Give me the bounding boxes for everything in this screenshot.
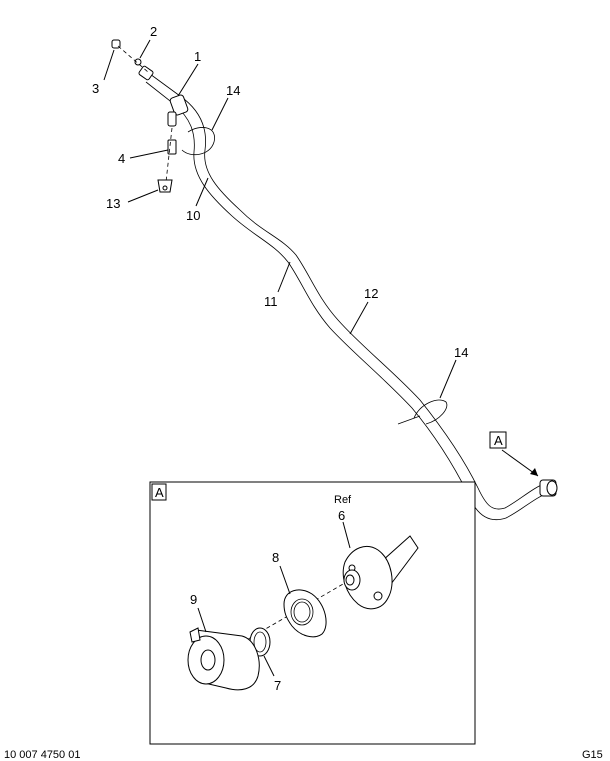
clamp-part-14-lower	[413, 399, 448, 425]
callout-9: 9	[190, 592, 197, 607]
clamp-tab-lower	[397, 415, 421, 425]
callout-1: 1	[194, 49, 201, 64]
detail-a-corner-box	[151, 483, 167, 501]
ref-note: Ref	[334, 494, 352, 506]
clamp-part-14-upper	[181, 127, 215, 156]
callout-14-upper: 14	[226, 83, 240, 98]
callout-8: 8	[272, 550, 279, 565]
callout-12: 12	[364, 286, 378, 301]
footer-left-id: 10 007 4750 01	[4, 749, 80, 761]
callout-4: 4	[118, 151, 125, 166]
callout-2: 2	[150, 24, 157, 39]
footer-right-id: G15	[582, 749, 603, 761]
view-a-reference-box	[489, 431, 507, 449]
tube-tee-fitting	[169, 94, 189, 116]
tube-branch-fitting	[167, 111, 177, 127]
detail-axis-line	[211, 579, 351, 661]
detail-a-label: A	[155, 485, 164, 500]
axis-line-left	[165, 127, 173, 183]
callout-7: 7	[274, 678, 281, 693]
flange-part-6	[342, 535, 419, 610]
view-a-arrowhead	[530, 468, 538, 476]
cover-part-9	[187, 627, 260, 691]
callout-14-lower: 14	[454, 345, 468, 360]
nut-hole	[162, 185, 168, 191]
callout-10: 10	[186, 208, 200, 223]
callouts: 1 2 3 4 13 10 14 11 12 14	[92, 24, 468, 399]
tube-right-end-opening	[546, 480, 558, 496]
cap-part-2	[134, 58, 142, 66]
tube-assembly	[138, 65, 558, 520]
callout-6: 6	[338, 508, 345, 523]
gasket-part-8	[283, 589, 327, 638]
callout-11: 11	[264, 294, 278, 309]
view-a-reference-label: A	[494, 433, 503, 448]
tube-end-fitting	[138, 65, 154, 81]
callout-3: 3	[92, 81, 99, 96]
callout-13: 13	[106, 196, 120, 211]
